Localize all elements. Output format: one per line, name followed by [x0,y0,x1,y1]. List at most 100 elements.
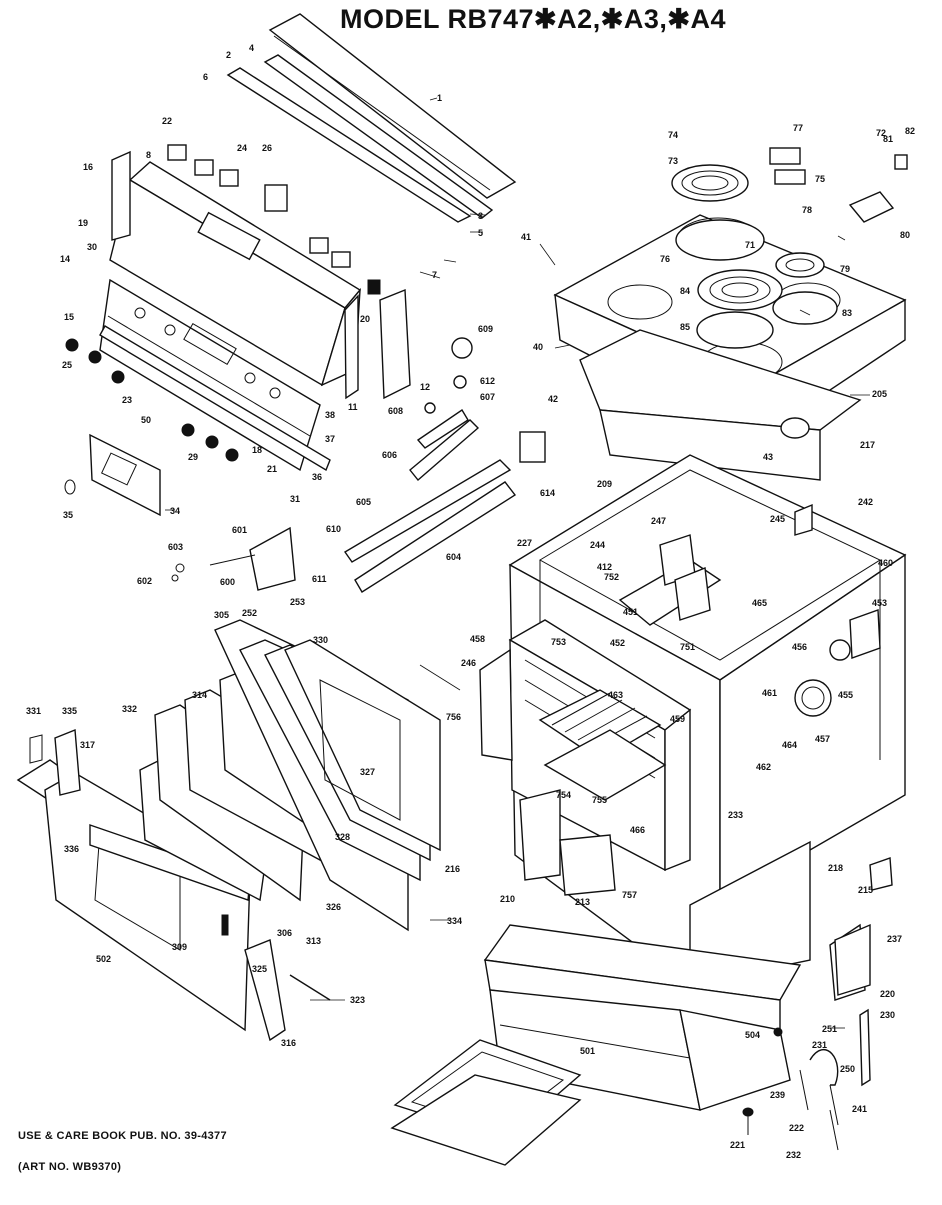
callout-757: 755 [592,795,607,805]
callout-19: 19 [78,218,88,228]
callout-335: 332 [122,704,137,714]
callout-313: 306 [277,928,292,938]
control-knobs [65,144,381,462]
callout-1: 1 [437,93,442,103]
callout-501: 335 [62,706,77,716]
callout-233: 233 [728,810,743,820]
callout-215: 210 [500,894,515,904]
callout-42: 42 [548,394,558,404]
callout-455: 451 [623,607,638,617]
callout-213: 757 [622,890,637,900]
callout-325: 317 [80,740,95,750]
callout-454: 412 [597,562,612,572]
callout-456: 452 [610,638,625,648]
callout-37: 37 [325,434,335,444]
callout-316: 313 [306,936,321,946]
callout-250: 239 [770,1090,785,1100]
callout-753: 751 [680,642,695,652]
callout-16: 16 [83,162,93,172]
callout-253: 251 [822,1024,837,1034]
callout-38: 38 [325,410,335,420]
callout-461b: 504 [745,1030,760,1040]
callout-210: 756 [446,712,461,722]
callout-242: 242 [858,497,873,507]
callout-41: 41 [521,232,531,242]
callout-457: 455 [838,690,853,700]
callout-336: 334 [447,916,462,926]
callout-80: 80 [900,230,910,240]
callout-464: 462 [756,762,771,772]
callout-456b: 453 [872,598,887,608]
art-number-note: (ART NO. WB9370) [18,1161,122,1173]
callout-83: 83 [842,308,852,318]
callout-12: 12 [420,382,430,392]
callout-11: 11 [348,402,358,412]
callout-31: 31 [290,494,300,504]
broiler-pan [390,1039,582,1166]
side-trims [344,288,411,400]
callout-26: 26 [262,143,272,153]
callouts: 1 2 4 6 3 5 8 22 24 26 16 19 14 15 30 25… [26,43,915,1160]
callout-239: 232 [786,1150,801,1160]
callout-205: 205 [872,389,887,399]
callout-76: 76 [660,254,670,264]
oven-components [479,503,881,761]
callout-244: 244 [590,540,605,550]
callout-221: 218 [828,863,843,873]
top-right-brackets [769,147,908,223]
callout-463: 461 [762,688,777,698]
callout-506: 502 [96,954,111,964]
callout-332: 330 [313,635,328,645]
callout-412: 247 [651,516,666,526]
model-title: MODEL RB747✱A2,✱A3,✱A4 [340,4,726,34]
callout-20: 20 [360,314,370,324]
callout-227: 227 [517,538,532,548]
top-trim-strip [226,13,517,223]
callout-71: 71 [745,240,755,250]
callout-36: 36 [312,472,322,482]
callout-18: 18 [252,445,262,455]
callout-602: 602 [137,576,152,586]
control-panel [99,150,362,472]
callout-74: 74 [668,130,678,140]
callout-460: 458 [470,634,485,644]
callout-72: 72 [876,128,886,138]
callout-601: 601 [232,525,247,535]
callout-220: 216 [445,864,460,874]
callout-73: 73 [668,156,678,166]
callout-603: 603 [168,542,183,552]
callout-8: 8 [146,150,151,160]
use-care-book-note: USE & CARE BOOK PUB. NO. 39-4377 [18,1130,227,1142]
callout-607: 607 [480,392,495,402]
callout-77: 77 [793,123,803,133]
callout-222: 220 [880,989,895,999]
callout-614: 614 [540,488,555,498]
callout-216: 213 [575,897,590,907]
callout-608: 608 [388,406,403,416]
callout-241: 237 [887,934,902,944]
callout-458: 456 [792,642,807,652]
callout-251: 241 [852,1104,867,1114]
burner-switch-brackets [171,337,546,593]
surface-elements [671,164,838,349]
callout-232: 230 [880,1010,895,1020]
callout-326: 323 [350,995,365,1005]
callout-75: 75 [815,174,825,184]
right-side-parts [742,857,893,1151]
callout-600: 600 [220,577,235,587]
callout-323: 316 [281,1038,296,1048]
callout-85: 85 [680,322,690,332]
callout-612: 612 [480,376,495,386]
callout-606: 606 [382,450,397,460]
callout-247: 246 [461,658,476,668]
callout-218: 215 [858,885,873,895]
callout-23: 23 [122,395,132,405]
storage-drawer [483,924,802,1111]
callout-314: 309 [172,942,187,952]
callout-81: 81 [883,134,893,144]
callout-502: 336 [64,844,79,854]
callout-40: 40 [533,342,543,352]
callout-317: 314 [192,690,207,700]
callout-604: 604 [446,552,461,562]
